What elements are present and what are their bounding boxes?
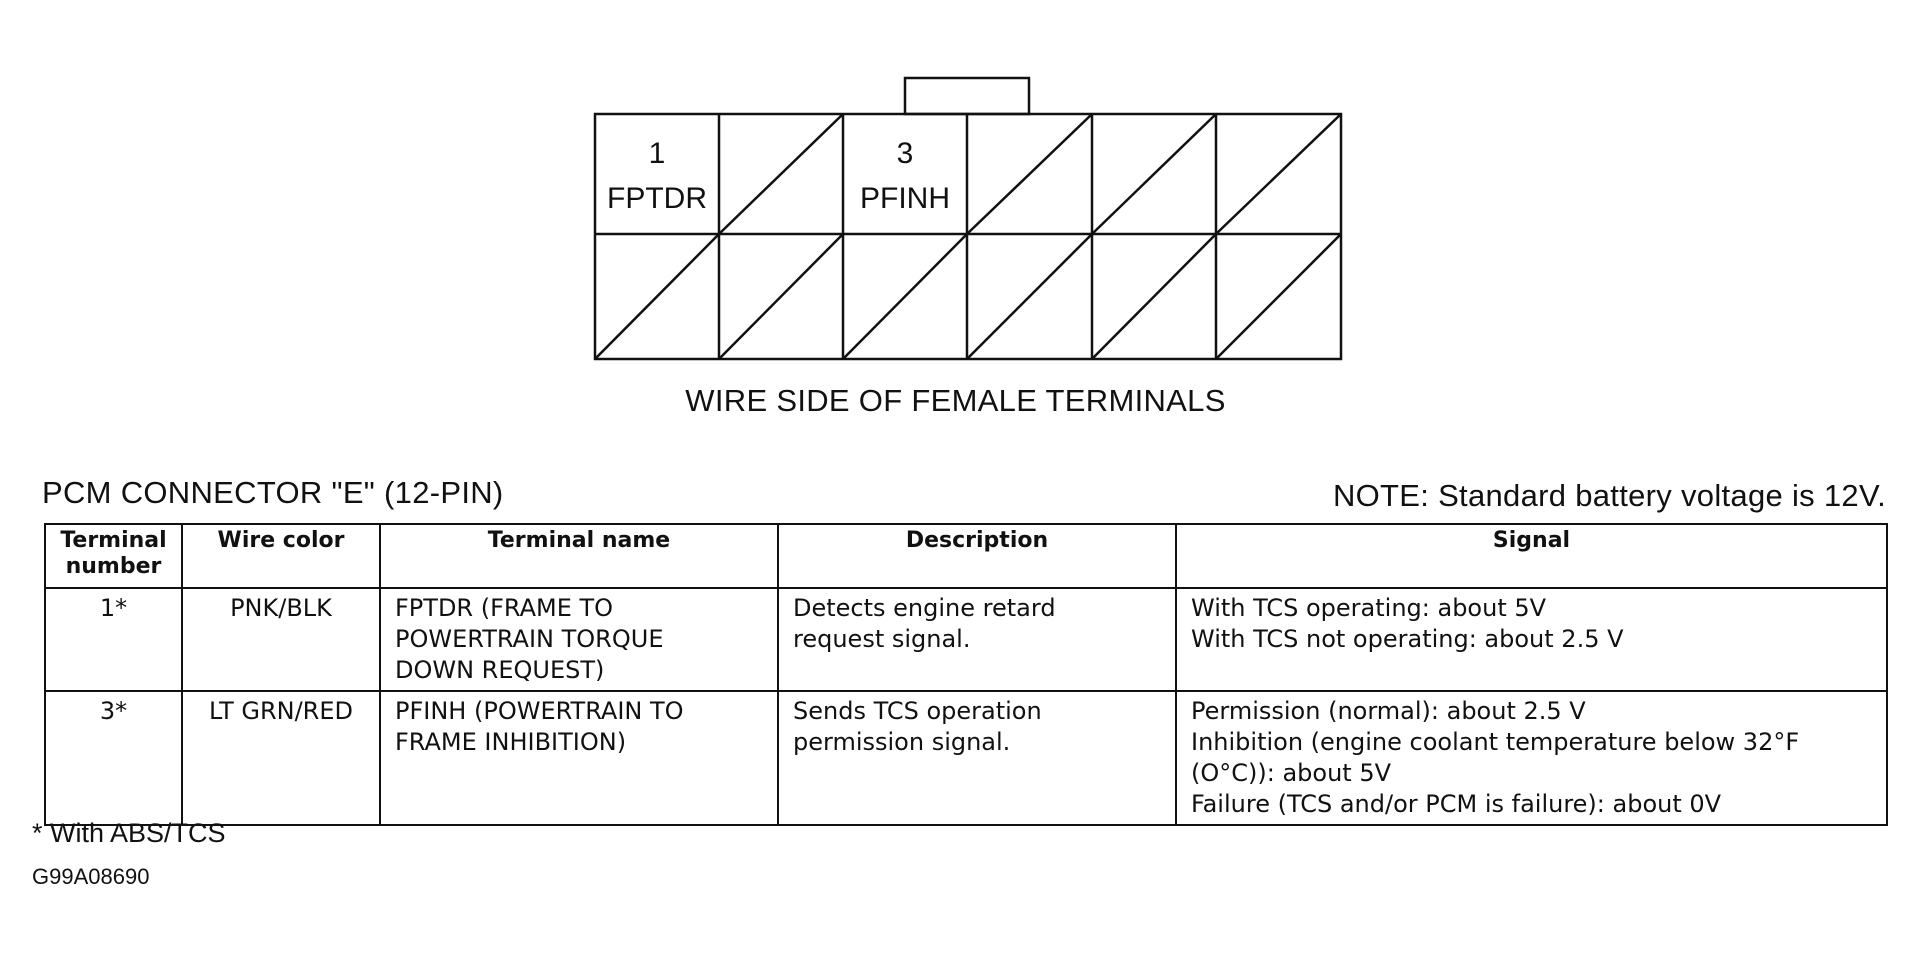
terminal-name-line: FRAME INHIBITION) [395, 728, 627, 756]
description-line: request signal. [793, 625, 971, 653]
signal-cell: With TCS operating: about 5V With TCS no… [1175, 587, 1888, 692]
table-row: 1* PNK/BLK FPTDR (FRAME TO POWERTRAIN TO… [44, 587, 1888, 692]
diagram-caption: WIRE SIDE OF FEMALE TERMINALS [685, 383, 1226, 418]
terminal-number-cell: 3* [44, 690, 183, 826]
terminal-name-line: FPTDR (FRAME TO [395, 594, 614, 622]
signal-cell: Permission (normal): about 2.5 V Inhibit… [1175, 690, 1888, 826]
voltage-note: NOTE: Standard battery voltage is 12V. [1332, 478, 1886, 513]
signal-line: Permission (normal): about 2.5 V [1191, 697, 1586, 725]
cell-1-pin-number: 1 [649, 137, 666, 170]
empty-cell-diagonals [594, 113, 1342, 360]
description-line: permission signal. [793, 728, 1011, 756]
terminal-name-line: PFINH (POWERTRAIN TO [395, 697, 684, 725]
header-description: Description [777, 523, 1177, 589]
signal-line: With TCS operating: about 5V [1191, 594, 1547, 622]
connector-diagram: 1 FPTDR 3 PFINH [593, 76, 1343, 361]
header-terminal-name: Terminal name [379, 523, 779, 589]
terminal-number-cell: 1* [44, 587, 183, 692]
signal-line: With TCS not operating: about 2.5 V [1191, 625, 1624, 653]
figure-code: G99A08690 [32, 864, 150, 889]
wire-color-cell: LT GRN/RED [181, 690, 381, 826]
table-row: 3* LT GRN/RED PFINH (POWERTRAIN TO FRAME… [44, 690, 1888, 826]
column-dividers [717, 114, 1218, 359]
terminal-name-line: DOWN REQUEST) [395, 656, 605, 684]
connector-latch-tab [903, 76, 1031, 116]
wire-color-cell: PNK/BLK [181, 587, 381, 692]
signal-line: Inhibition (engine coolant temperature b… [1191, 728, 1800, 756]
signal-line: (O°C)): about 5V [1191, 759, 1392, 787]
description-cell: Detects engine retard request signal. [777, 587, 1177, 692]
description-line: Sends TCS operation [793, 697, 1042, 725]
description-line: Detects engine retard [793, 594, 1056, 622]
terminal-table: Terminal number Wire color Terminal name… [44, 523, 1888, 826]
terminal-name-cell: FPTDR (FRAME TO POWERTRAIN TORQUE DOWN R… [379, 587, 779, 692]
signal-line: Failure (TCS and/or PCM is failure): abo… [1191, 790, 1722, 818]
description-cell: Sends TCS operation permission signal. [777, 690, 1177, 826]
footnote: * With ABS/TCS [32, 818, 226, 848]
cell-1-signal-label: FPTDR [607, 182, 707, 215]
header-signal: Signal [1175, 523, 1888, 589]
header-terminal-number: Terminal number [44, 523, 183, 589]
terminal-name-cell: PFINH (POWERTRAIN TO FRAME INHIBITION) [379, 690, 779, 826]
header-wire-color: Wire color [181, 523, 381, 589]
table-header-row: Terminal number Wire color Terminal name… [44, 523, 1888, 589]
cell-3-pin-number: 3 [897, 137, 914, 170]
connector-title: PCM CONNECTOR "E" (12-PIN) [42, 475, 504, 510]
cell-3-signal-label: PFINH [860, 182, 950, 215]
terminal-name-line: POWERTRAIN TORQUE [395, 625, 664, 653]
